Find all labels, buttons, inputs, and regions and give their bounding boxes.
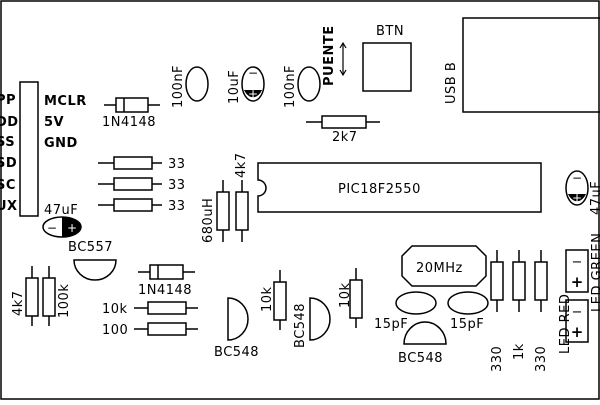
resistor-10k-row: 10k — [102, 301, 198, 317]
minus-mark: − — [572, 255, 583, 270]
led-red: − + LED RED — [558, 294, 589, 354]
diode-top: 1N4148 — [102, 97, 160, 130]
cap-10uf: + − 10uF — [227, 66, 265, 104]
resistor-label: 1k — [512, 343, 527, 360]
transistor-bc548-a: BC548 — [214, 297, 259, 360]
usb-label: USB B — [444, 62, 459, 104]
cap-47uf-left: 47uF − + — [42, 203, 82, 238]
plus-mark: + — [67, 221, 77, 235]
resistor-33-row2: 33 — [98, 177, 186, 193]
header-pin-label: SD — [0, 156, 17, 171]
inductor-680uh: 680uH — [201, 180, 230, 243]
diode-bottom: 1N4148 — [138, 264, 195, 298]
led-label: LED GREEN — [590, 233, 600, 312]
btn-label: BTN — [376, 24, 404, 39]
icsp-header: PP DD SS SD SC UX MCLR 5V GND — [0, 81, 87, 217]
transistor-label: BC548 — [293, 303, 308, 348]
resistor-label: 10k — [260, 286, 275, 312]
resistor-label: 33 — [168, 157, 186, 172]
led-label: LED RED — [558, 294, 573, 354]
cap-label: 100nF — [283, 65, 298, 108]
minus-mark: − — [47, 221, 57, 235]
diode-label: 1N4148 — [102, 115, 156, 130]
cap-15pf-b: 15pF — [447, 291, 489, 332]
resistor-33-row1: 33 — [98, 156, 186, 172]
transistor-bc548-c: BC548 — [398, 321, 447, 366]
resistor-label: 4k7 — [11, 290, 26, 316]
resistor-label: 330 — [534, 346, 549, 372]
resistor-label: 33 — [168, 178, 186, 193]
resistor-330-b: 330 — [534, 250, 549, 372]
puente-label: PUENTE — [322, 25, 337, 86]
resistor-10k-a: 10k — [260, 270, 287, 330]
resistor-1k: 1k — [512, 250, 527, 360]
inductor-label: 680uH — [201, 198, 216, 243]
cap-label: 47uF — [589, 181, 600, 215]
cap-label: 10uF — [227, 70, 242, 104]
resistor-label: 100 — [102, 323, 128, 338]
transistor-bc548-b: BC548 — [293, 297, 331, 348]
plus-mark: + — [571, 273, 584, 291]
minus-mark: − — [572, 305, 583, 320]
resistor-100k-left: 100k — [42, 266, 72, 326]
crystal-20mhz: 20MHz — [401, 245, 487, 287]
header-outline — [19, 81, 39, 217]
signal-label: GND — [44, 136, 78, 151]
cap-label: 47uF — [44, 203, 78, 218]
transistor-label: BC557 — [68, 240, 113, 255]
header-pin-label: UX — [0, 199, 18, 214]
resistor-33-row3: 33 — [98, 198, 186, 214]
cap-100nf-right: 100nF — [283, 65, 321, 108]
crystal-label: 20MHz — [416, 261, 463, 276]
resistor-100-row: 100 — [102, 322, 198, 338]
cap-100nf-left: 100nF — [171, 65, 209, 108]
chip-label: PIC18F2550 — [338, 182, 421, 197]
resistor-4k7-left: 4k7 — [11, 266, 39, 326]
minus-mark: − — [248, 66, 258, 80]
minus-mark: − — [572, 171, 582, 185]
diode-label: 1N4148 — [138, 283, 192, 298]
transistor-bc557: BC557 — [68, 240, 117, 281]
resistor-label: 10k — [338, 282, 353, 308]
resistor-2k7: 2k7 — [306, 115, 380, 145]
plus-mark: + — [572, 191, 582, 205]
header-pin-label: DD — [0, 115, 19, 130]
header-pin-label: PP — [0, 93, 16, 108]
header-pin-label: SS — [0, 135, 15, 150]
transistor-label: BC548 — [398, 351, 443, 366]
resistor-label: 10k — [102, 302, 128, 317]
resistor-label: 330 — [490, 346, 505, 372]
signal-label: MCLR — [44, 94, 87, 109]
resistor-label: 2k7 — [332, 130, 358, 145]
puente-jumper: PUENTE — [322, 25, 347, 86]
cap-15pf-a: 15pF — [374, 291, 437, 332]
resistor-label: 4k7 — [234, 152, 249, 178]
transistor-label: BC548 — [214, 345, 259, 360]
plus-mark: + — [248, 87, 258, 101]
led-green: − + LED GREEN — [565, 233, 600, 312]
resistor-label: 33 — [168, 199, 186, 214]
resistor-10k-b: 10k — [338, 268, 363, 328]
resistor-label: 100k — [57, 284, 72, 318]
pic18f2550-chip: PIC18F2550 — [257, 162, 542, 213]
plus-mark: + — [571, 323, 584, 341]
cap-label: 100nF — [171, 65, 186, 108]
resistor-4k7-top: 4k7 — [234, 152, 249, 242]
usb-b-connector: USB B — [444, 17, 600, 113]
signal-label: 5V — [44, 115, 64, 130]
header-pin-label: SC — [0, 178, 16, 193]
cap-label: 15pF — [374, 317, 408, 332]
button-footprint: BTN — [362, 24, 412, 92]
cap-47uf-right: + − 47uF — [565, 170, 600, 215]
resistor-330-a: 330 — [490, 250, 505, 372]
cap-label: 15pF — [450, 317, 484, 332]
